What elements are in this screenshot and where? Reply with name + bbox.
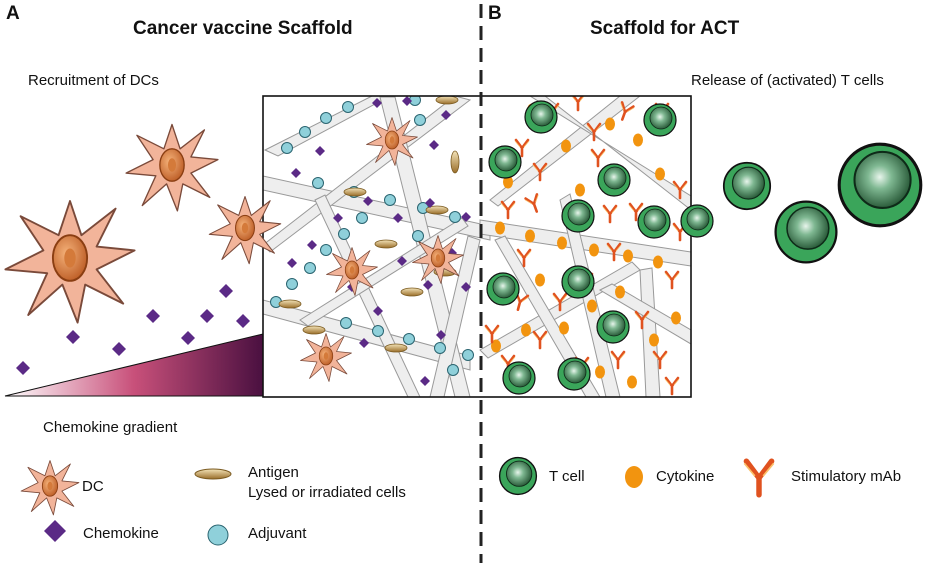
legend-chemokine-label: Chemokine <box>83 525 159 542</box>
legend-cytokine-label: Cytokine <box>656 468 715 485</box>
panel-a-title: Cancer vaccine Scaffold <box>133 18 353 39</box>
legend-antigen-sublabel: Lysed or irradiated cells <box>248 484 406 501</box>
scaffold-fibers <box>263 96 691 397</box>
legend-antigen-label: Antigen <box>248 464 299 481</box>
panel-b-letter: B <box>488 3 502 24</box>
legend-dc-label: DC <box>82 478 104 495</box>
released-tcells <box>680 142 923 264</box>
recruitment-label: Recruitment of DCs <box>28 72 159 89</box>
release-label: Release of (activated) T cells <box>691 72 884 89</box>
chemokine-diamonds-in-scaffold <box>287 96 471 386</box>
legend-symbols <box>20 456 774 546</box>
legend-mab-label: Stimulatory mAb <box>791 468 902 485</box>
recruited-dcs <box>4 123 282 324</box>
panel-a-letter: A <box>6 3 20 24</box>
gradient-label: Chemokine gradient <box>43 419 178 436</box>
chemokine-gradient-wedge <box>4 333 264 397</box>
panel-b-title: Scaffold for ACT <box>590 18 740 39</box>
chemokine-diamonds-gradient <box>16 284 250 375</box>
cytokine-dots <box>491 103 681 389</box>
legend-adjuvant-label: Adjuvant <box>248 525 307 542</box>
legend-tcell-label: T cell <box>549 468 585 485</box>
